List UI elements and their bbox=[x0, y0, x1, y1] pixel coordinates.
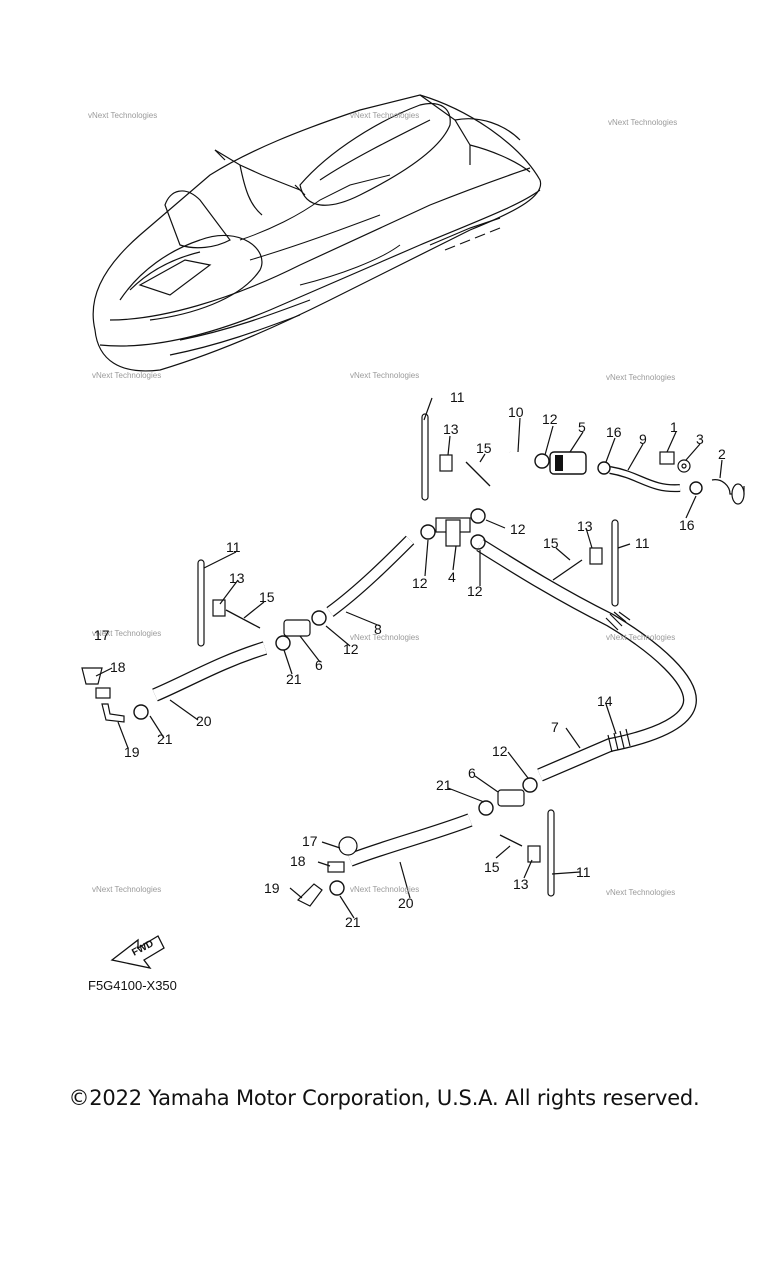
callout-17: 17 bbox=[302, 833, 318, 849]
callout-12: 12 bbox=[542, 411, 558, 427]
callout-21: 21 bbox=[286, 671, 302, 687]
watercraft-illustration bbox=[92, 94, 542, 372]
svg-text:vNext Technologies: vNext Technologies bbox=[92, 629, 161, 638]
svg-text:vNext Technologies: vNext Technologies bbox=[350, 885, 419, 894]
callout-12: 12 bbox=[343, 641, 359, 657]
callout-6: 6 bbox=[315, 657, 323, 673]
callout-9: 9 bbox=[639, 431, 647, 447]
callout-12: 12 bbox=[510, 521, 526, 537]
callout-3: 3 bbox=[696, 431, 704, 447]
callout-8: 8 bbox=[374, 621, 382, 637]
callout-19: 19 bbox=[124, 744, 140, 760]
callout-17: 17 bbox=[94, 627, 110, 643]
callout-1: 1 bbox=[670, 419, 678, 435]
copyright-notice: ©2022 Yamaha Motor Corporation, U.S.A. A… bbox=[68, 1086, 700, 1110]
svg-text:vNext Technologies: vNext Technologies bbox=[92, 885, 161, 894]
callout-12: 12 bbox=[412, 575, 428, 591]
callout-21: 21 bbox=[345, 914, 361, 930]
callout-11: 11 bbox=[450, 389, 465, 405]
callout-20: 20 bbox=[398, 895, 414, 911]
parts-artwork bbox=[81, 413, 745, 969]
callout-6: 6 bbox=[468, 765, 476, 781]
watermarks: vNext Technologies vNext Technologies vN… bbox=[88, 111, 677, 897]
diagram-code: F5G4100-X350 bbox=[88, 978, 177, 993]
svg-text:vNext Technologies: vNext Technologies bbox=[350, 633, 419, 642]
callout-18: 18 bbox=[110, 659, 126, 675]
callout-15: 15 bbox=[484, 859, 500, 875]
callout-16: 16 bbox=[679, 517, 695, 533]
callout-13: 13 bbox=[443, 421, 459, 437]
callout-5: 5 bbox=[578, 419, 586, 435]
svg-text:vNext Technologies: vNext Technologies bbox=[350, 371, 419, 380]
callout-13: 13 bbox=[513, 876, 529, 892]
callout-16: 16 bbox=[606, 424, 622, 440]
callouts: 11 10 12 5 16 9 1 3 2 13 15 12 16 12 4 1… bbox=[94, 389, 726, 930]
callout-11: 11 bbox=[635, 535, 650, 551]
callout-4: 4 bbox=[448, 569, 456, 585]
callout-21: 21 bbox=[436, 777, 452, 793]
callout-15: 15 bbox=[543, 535, 559, 551]
callout-15: 15 bbox=[476, 440, 492, 456]
svg-text:vNext Technologies: vNext Technologies bbox=[350, 111, 419, 120]
svg-text:vNext Technologies: vNext Technologies bbox=[608, 118, 677, 127]
svg-text:vNext Technologies: vNext Technologies bbox=[88, 111, 157, 120]
callout-7: 7 bbox=[551, 719, 559, 735]
callout-21: 21 bbox=[157, 731, 173, 747]
svg-text:vNext Technologies: vNext Technologies bbox=[606, 373, 675, 382]
leader-lines bbox=[95, 397, 723, 919]
callout-2: 2 bbox=[718, 446, 726, 462]
callout-12: 12 bbox=[492, 743, 508, 759]
callout-13: 13 bbox=[577, 518, 593, 534]
svg-text:vNext Technologies: vNext Technologies bbox=[606, 888, 675, 897]
callout-13: 13 bbox=[229, 570, 245, 586]
callout-10: 10 bbox=[508, 404, 524, 420]
callout-19: 19 bbox=[264, 880, 280, 896]
callout-20: 20 bbox=[196, 713, 212, 729]
callout-18: 18 bbox=[290, 853, 306, 869]
callout-15: 15 bbox=[259, 589, 275, 605]
callout-11: 11 bbox=[226, 539, 241, 555]
callout-11: 11 bbox=[576, 864, 591, 880]
callout-14: 14 bbox=[597, 693, 613, 709]
svg-text:vNext Technologies: vNext Technologies bbox=[606, 633, 675, 642]
callout-12: 12 bbox=[467, 583, 483, 599]
svg-text:vNext Technologies: vNext Technologies bbox=[92, 371, 161, 380]
